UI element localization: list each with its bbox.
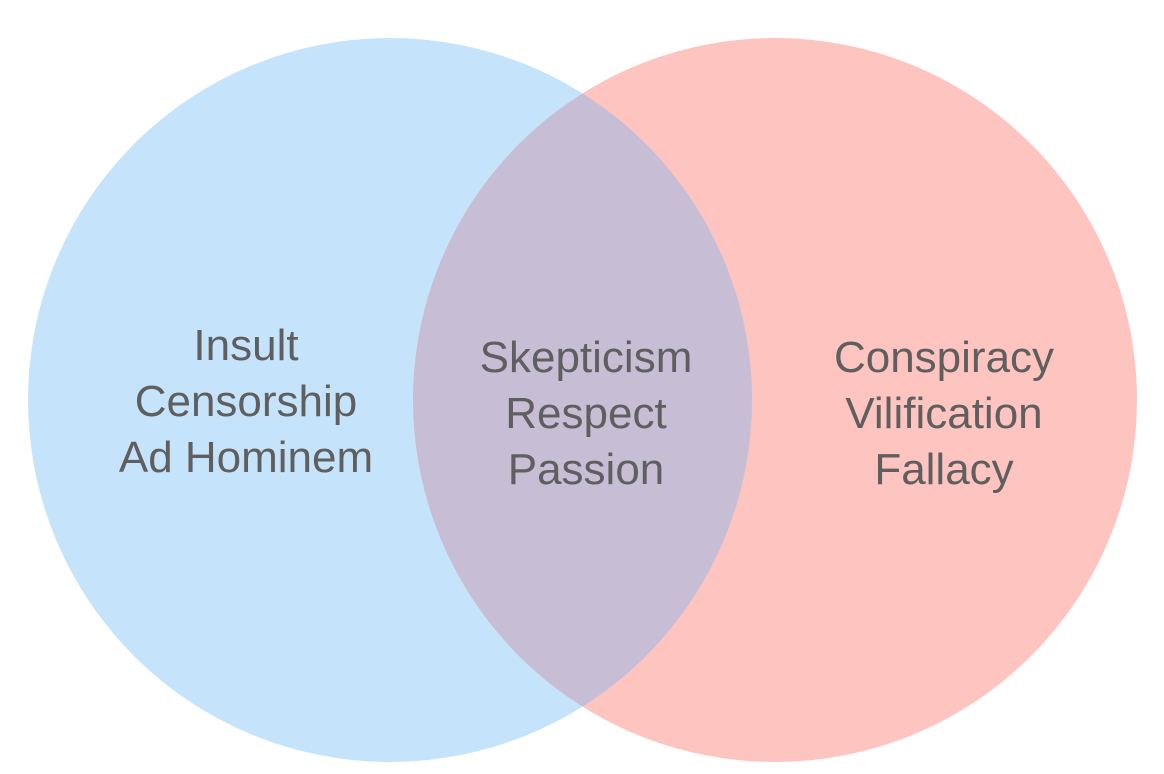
- intersection-term-2: Respect: [505, 389, 666, 438]
- intersection-term-3: Passion: [508, 445, 665, 494]
- left-term-1: Insult: [193, 321, 298, 370]
- right-term-1: Conspiracy: [834, 333, 1054, 382]
- overlap-region: [413, 38, 752, 762]
- left-term-3: Ad Hominem: [119, 433, 373, 482]
- intersection-term-1: Skepticism: [480, 333, 693, 382]
- right-term-2: Vilification: [845, 389, 1042, 438]
- right-term-3: Fallacy: [874, 445, 1013, 494]
- left-term-2: Censorship: [135, 377, 358, 426]
